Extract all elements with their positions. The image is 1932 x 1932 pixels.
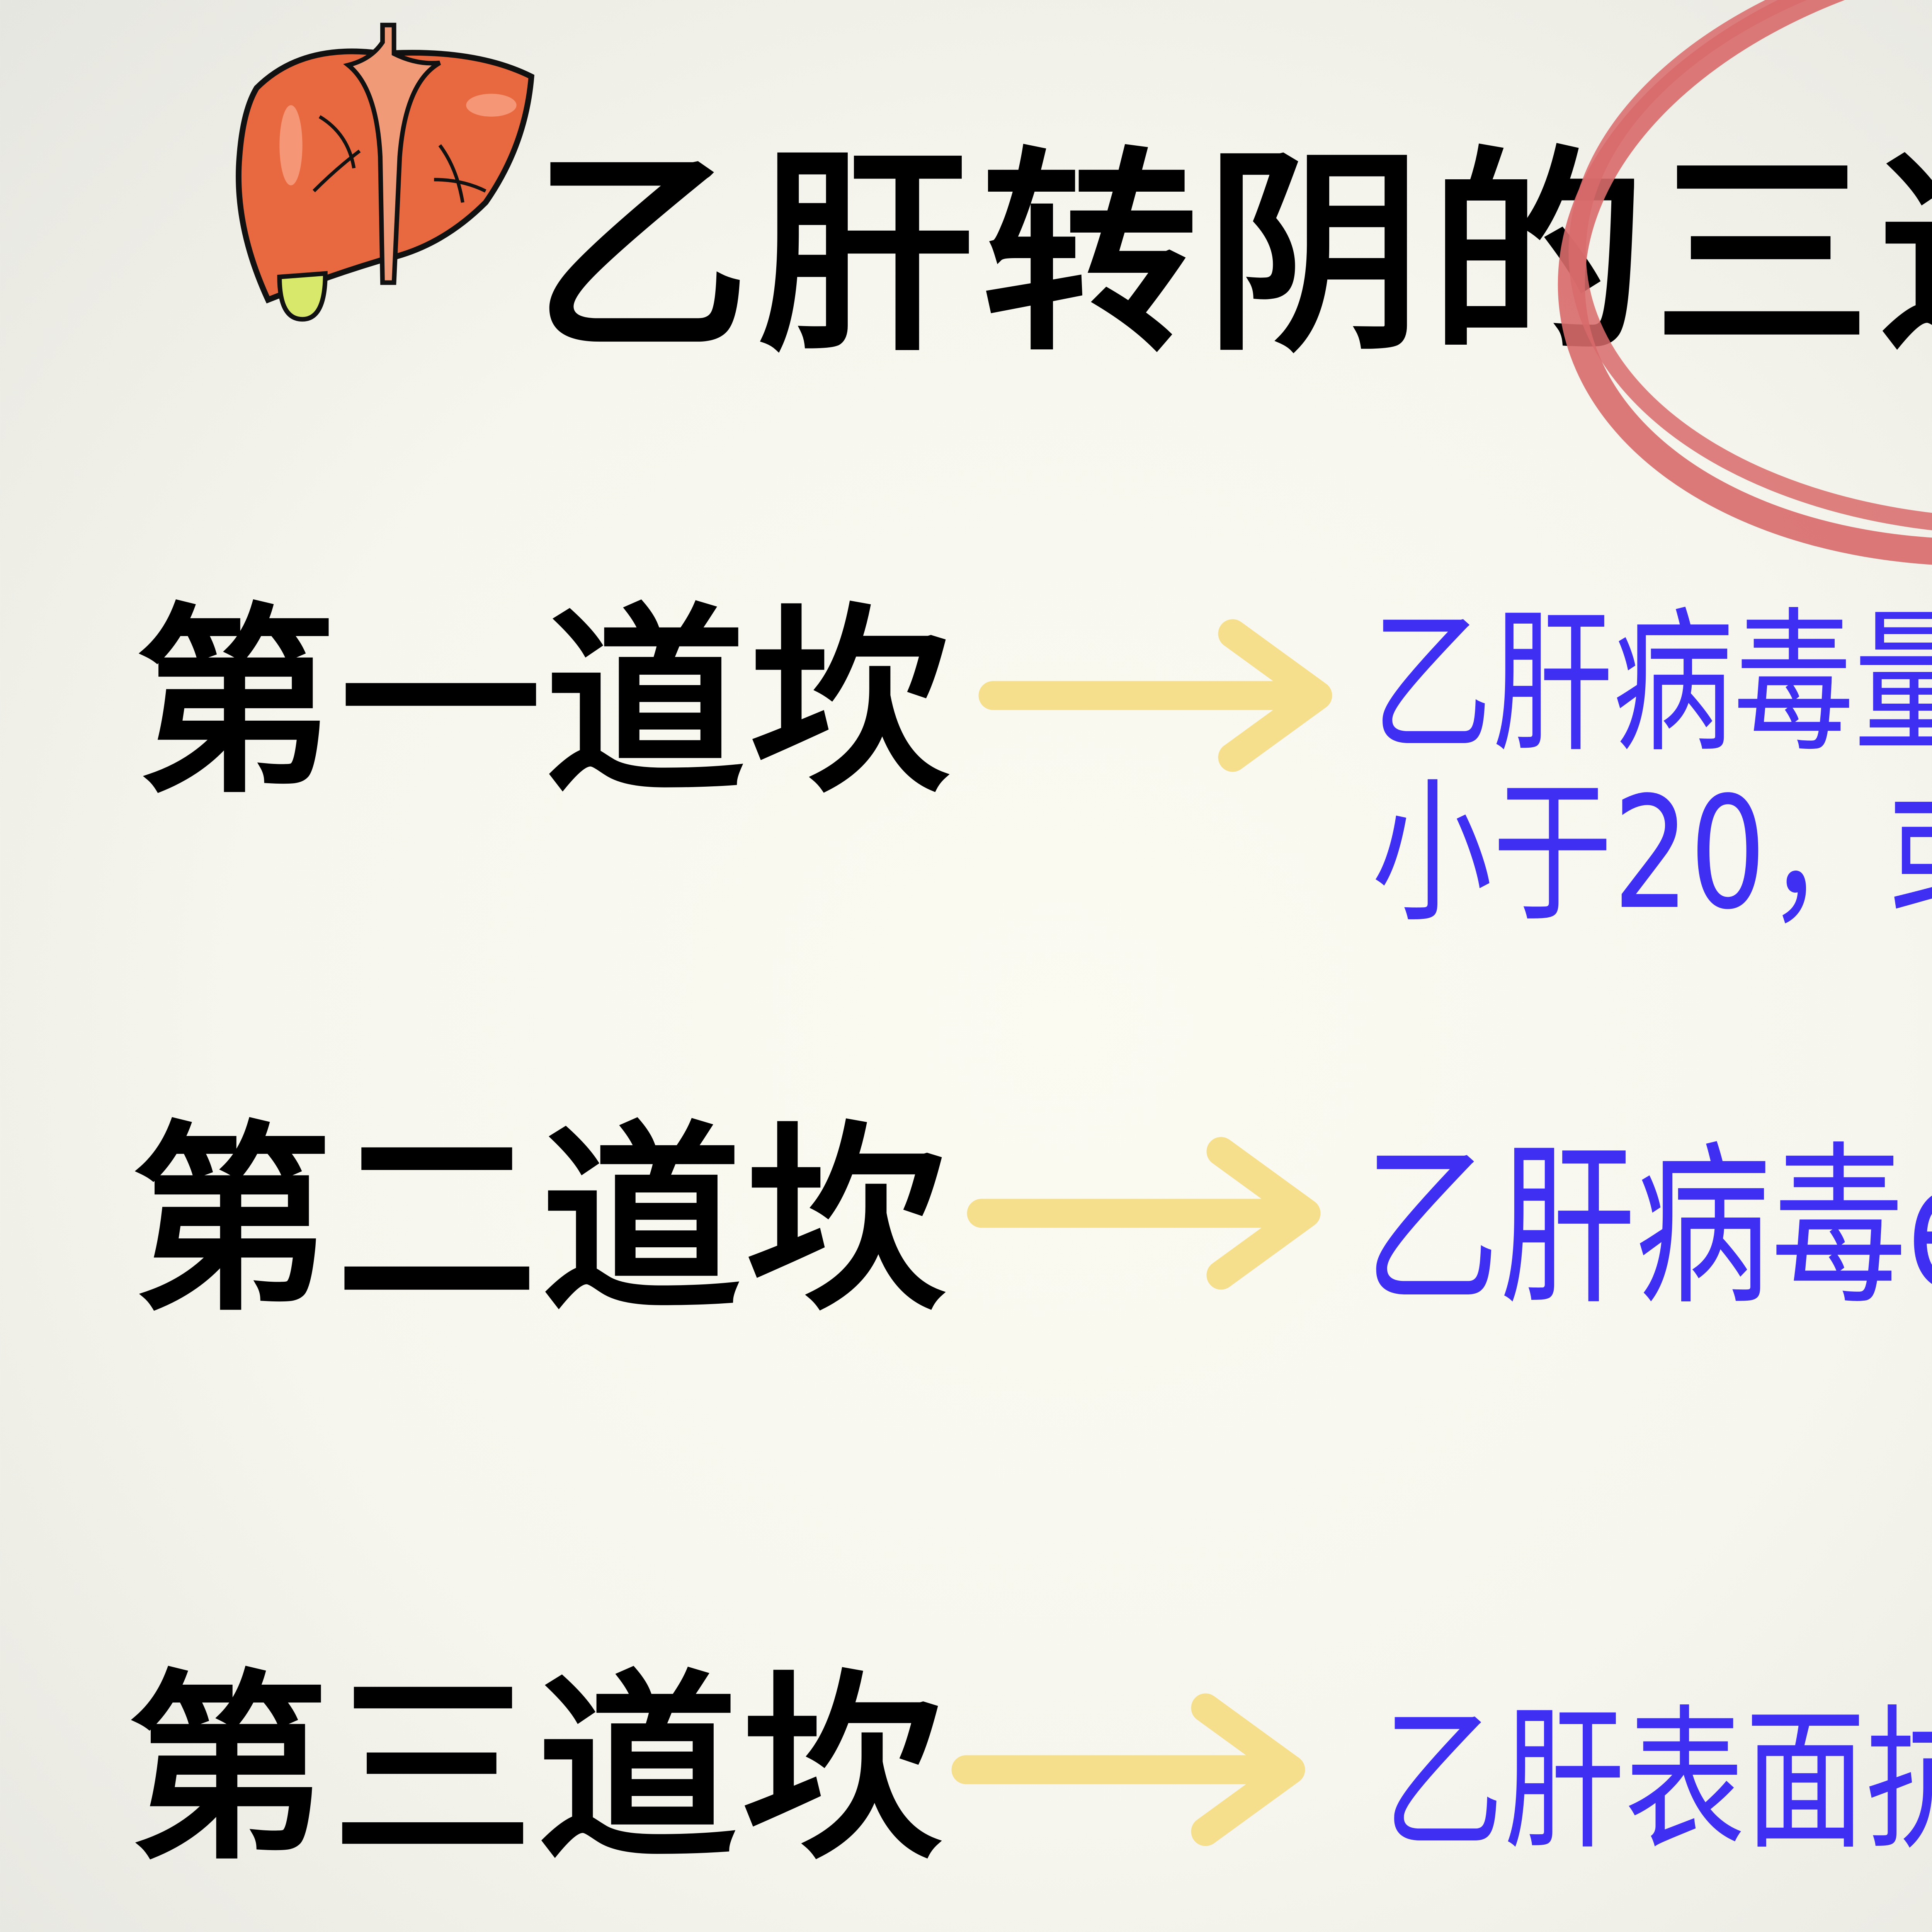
- arrow-icon: [951, 1692, 1318, 1849]
- stage-2-label: 第二道坎: [131, 1104, 951, 1338]
- stage-1-description-line1: 乙肝病毒量（HBV DNA）: [1372, 594, 1932, 774]
- stage-1-label: 第一道坎: [135, 586, 954, 820]
- page-title: 乙肝转阴的三道坎: [533, 129, 1932, 381]
- arrow-icon: [978, 618, 1345, 774]
- liver-icon: [209, 19, 556, 330]
- stage-3-description: 乙肝表面抗原转阴: [1383, 1691, 1932, 1871]
- arrow-icon: [966, 1136, 1333, 1292]
- stage-2-description: 乙肝病毒e抗原转阴: [1364, 1126, 1932, 1329]
- stage-1-description-line2: 小于20，或检测不到: [1372, 764, 1932, 944]
- stage-3-label: 第三道坎: [128, 1653, 947, 1887]
